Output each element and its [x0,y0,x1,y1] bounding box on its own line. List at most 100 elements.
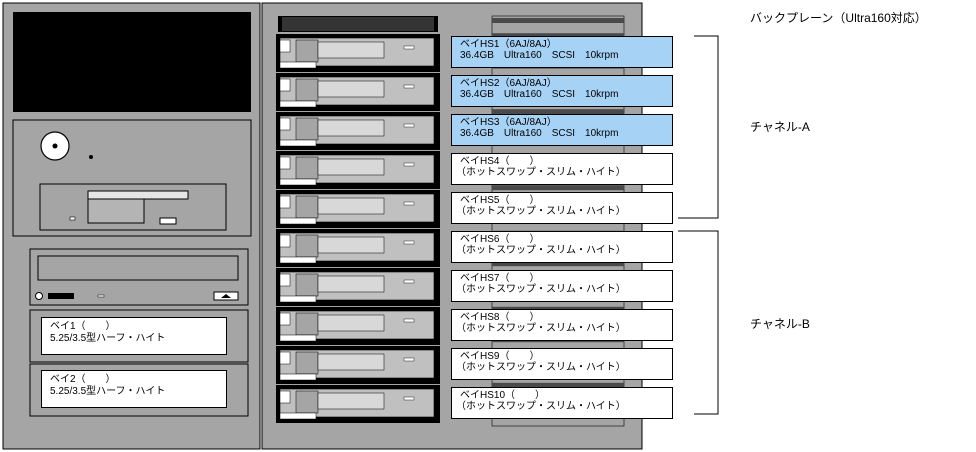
drive-tray-hs9[interactable] [276,346,440,384]
tray-window [317,392,385,410]
tray-led-icon [403,84,415,89]
drive-tray-hs10[interactable] [276,385,440,423]
backplane-strip [492,33,624,39]
bay-detail: 36.4GB Ultra160 SCSI 10krpm [460,50,619,61]
bay-detail: （ホットスワップ・スリム・ハイト） [456,284,626,295]
tray-latch [279,78,291,92]
tray-window [317,119,385,137]
media-bay-1-label: ベイ1（ ） 5.25/3.5型ハーフ・ハイト [41,317,227,355]
bay-label-hs9: ベイHS9（ ）（ホットスワップ・スリム・ハイト） [451,348,673,380]
drive-tray-hs7[interactable] [276,268,440,306]
tray-window [317,353,385,371]
tray-pull-tab [279,334,317,342]
bay-label-hs6: ベイHS6（ ）（ホットスワップ・スリム・ハイト） [451,231,673,263]
media-bay-1-name: ベイ1（ ） [50,321,116,332]
media-bay-2-label: ベイ2（ ） 5.25/3.5型ハーフ・ハイト [41,370,227,408]
bay-label-hs7: ベイHS7（ ）（ホットスワップ・スリム・ハイト） [451,270,673,302]
tray-pull-tab [279,178,317,186]
bay-detail: （ホットスワップ・スリム・ハイト） [456,206,626,217]
bay-name: ベイHS7（ ） [460,273,540,284]
bay-detail: （ホットスワップ・スリム・ハイト） [456,323,626,334]
bay-label-hs3: ベイHS3（6AJ/8AJ）36.4GB Ultra160 SCSI 10krp… [451,114,673,146]
bay-detail: （ホットスワップ・スリム・ハイト） [456,401,626,412]
tray-window [317,158,385,176]
tray-handle [295,390,319,414]
floppy-eject-button[interactable] [159,217,177,225]
bay-name: ベイHS1（6AJ/8AJ） [460,39,557,50]
drive-tray-hs2[interactable] [276,73,440,111]
drive-tray-hs3[interactable] [276,112,440,150]
bay-name: ベイHS6（ ） [460,234,540,245]
channel-b-label: チャネル-B [750,317,810,331]
tray-handle [295,351,319,375]
display-window [13,12,251,112]
backplane-strip [492,185,624,191]
tray-window [317,275,385,293]
tray-latch [279,312,291,326]
backplane-strip [492,382,624,388]
eject-icon [221,294,231,298]
tray-handle [295,117,319,141]
drive-tray-hs1[interactable] [276,34,440,72]
media-bay-2-detail: 5.25/3.5型ハーフ・ハイト [50,386,166,397]
drive-tray-hs6[interactable] [276,229,440,267]
power-button-dot [52,143,58,149]
bay-label-hs5: ベイHS5（ ）（ホットスワップ・スリム・ハイト） [451,192,673,224]
bay-name: ベイHS10（ ） [460,390,546,401]
tray-pull-tab [279,412,317,420]
backplane-strip [492,261,624,267]
drive-tray-hs8[interactable] [276,307,440,345]
tray-led-icon [403,396,415,401]
bay-label-hs8: ベイHS8（ ）（ホットスワップ・スリム・ハイト） [451,309,673,341]
tray-handle [295,39,319,63]
backplane-strip [492,109,624,115]
optical-tray [37,255,239,281]
bay-label-hs2: ベイHS2（6AJ/8AJ）36.4GB Ultra160 SCSI 10krp… [451,75,673,107]
volume-control [48,293,74,299]
bay-name: ベイHS3（6AJ/8AJ） [460,117,557,128]
backplane-strip [492,18,624,23]
bay-detail: 36.4GB Ultra160 SCSI 10krpm [460,128,619,139]
tray-pull-tab [279,100,317,108]
media-bay-1-detail: 5.25/3.5型ハーフ・ハイト [50,333,166,344]
tray-latch [279,117,291,131]
tray-handle [295,78,319,102]
drive-tray-hs4[interactable] [276,151,440,189]
floppy-led-icon [69,216,76,221]
tray-handle [295,156,319,180]
tray-handle [295,273,319,297]
tray-latch [279,234,291,248]
tray-led-icon [403,201,415,206]
headphone-jack-icon [35,292,43,300]
bay-label-hs1: ベイHS1（6AJ/8AJ）36.4GB Ultra160 SCSI 10krp… [451,36,673,68]
floppy-slot [87,190,189,200]
bay-name: ベイHS2（6AJ/8AJ） [460,78,557,89]
drive-tray-hs5[interactable] [276,190,440,228]
bay-detail: （ホットスワップ・スリム・ハイト） [456,167,626,178]
tray-window [317,236,385,254]
tray-pull-tab [279,295,317,303]
tray-pull-tab [279,217,317,225]
bay-name: ベイHS9（ ） [460,351,540,362]
tray-pull-tab [279,256,317,264]
bay-name: ベイHS5（ ） [460,195,540,206]
tray-handle [295,195,319,219]
bay-name: ベイHS4（ ） [460,156,540,167]
cage-top-vent-lines [282,17,434,31]
tray-latch [279,273,291,287]
tray-led-icon [403,318,415,323]
channel-a-bracket [678,35,719,219]
tray-pull-tab [279,139,317,147]
bay-detail: （ホットスワップ・スリム・ハイト） [456,245,626,256]
tray-latch [279,195,291,209]
floppy-door [87,198,145,224]
bay-label-hs10: ベイHS10（ ）（ホットスワップ・スリム・ハイト） [451,387,673,419]
bay-label-hs4: ベイHS4（ ）（ホットスワップ・スリム・ハイト） [451,153,673,185]
bay-detail: 36.4GB Ultra160 SCSI 10krpm [460,89,619,100]
tray-led-icon [403,357,415,362]
channel-a-label: チャネル-A [750,120,810,134]
status-led-icon [89,155,93,159]
tray-handle [295,234,319,258]
bay-detail: （ホットスワップ・スリム・ハイト） [456,362,626,373]
channel-b-bracket [678,230,719,415]
